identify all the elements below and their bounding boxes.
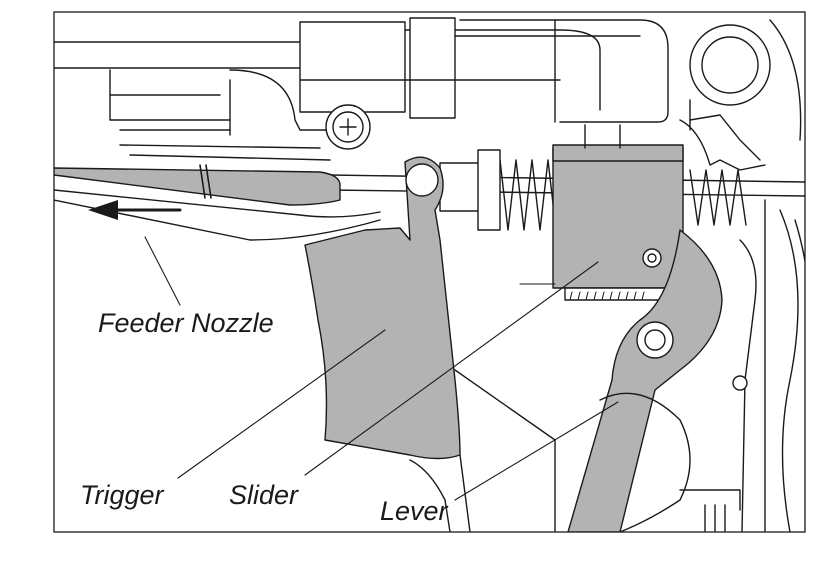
leader-lever xyxy=(454,401,619,501)
housing-right xyxy=(679,114,805,532)
leader-slider xyxy=(304,261,599,476)
spring-left xyxy=(499,159,557,231)
leader-trigger xyxy=(177,329,386,479)
rod-collar xyxy=(419,149,501,231)
slider-part xyxy=(552,124,684,301)
callout-leaders xyxy=(144,236,619,501)
spring-right xyxy=(689,169,747,226)
direction-arrow-icon xyxy=(88,200,182,220)
housing-top xyxy=(54,17,669,136)
lever-part xyxy=(567,229,741,532)
ring-icon xyxy=(689,19,802,141)
label-lever: Lever xyxy=(380,496,448,526)
label-trigger: Trigger xyxy=(80,480,164,510)
screw-icon xyxy=(325,104,371,150)
leader-feeder-nozzle xyxy=(144,236,181,306)
feeder-nozzle-part xyxy=(54,144,381,241)
label-feeder-nozzle: Feeder Nozzle xyxy=(98,308,274,338)
label-slider: Slider xyxy=(229,480,299,510)
trigger-part xyxy=(304,156,556,532)
